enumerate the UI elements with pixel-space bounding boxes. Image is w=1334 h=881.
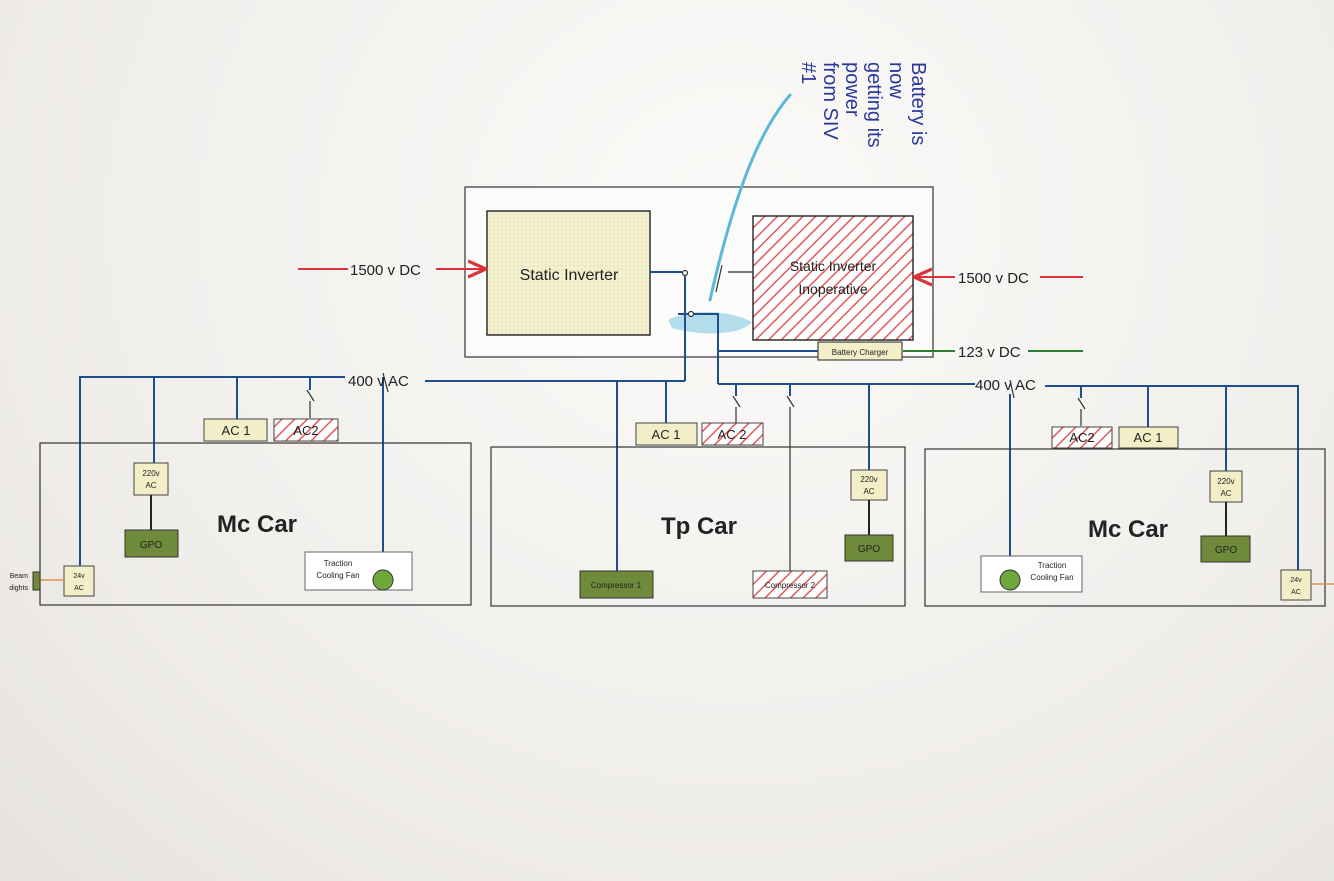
- car-right-220v-line1: 220v: [1217, 477, 1234, 486]
- car-left-title: Mc Car: [217, 511, 297, 538]
- car-right-220v-line2: AC: [1220, 489, 1231, 498]
- car-right-ac1-label: AC 1: [1134, 430, 1163, 445]
- car-middle-220v-line1: 220v: [860, 475, 877, 484]
- car-right-fan-box: [980, 555, 1083, 593]
- dc-supply-left-label: 1500 v DC: [350, 262, 421, 279]
- annotation-line-3: getting its: [863, 62, 885, 148]
- car-right-ac2-box: [1051, 426, 1113, 449]
- car-middle-gpo-box: [844, 534, 894, 562]
- compressor-2-box: [752, 570, 828, 599]
- car-left-220v-box: [133, 462, 169, 496]
- car-left-220v-line1: 220v: [142, 469, 159, 478]
- car-right-fan-line2: Cooling Fan: [1030, 573, 1073, 582]
- car-left-fan-box: [304, 551, 413, 591]
- car-left-ac1-label: AC 1: [222, 423, 251, 438]
- annotation-line-4: power: [841, 62, 863, 117]
- car-left-24v-line1: 24v: [73, 573, 85, 580]
- car-middle-title: Tp Car: [661, 513, 737, 540]
- compressor-1-label: Compressor 1: [591, 581, 642, 590]
- car-right-ac2-label: AC2: [1069, 430, 1094, 445]
- car-left-220v-line2: AC: [145, 481, 156, 490]
- car-left-beam-line2: dights: [9, 585, 28, 592]
- car-middle-ac2-label: AC 2: [718, 427, 747, 442]
- open-switches: [306, 372, 1086, 571]
- car-left-gpo-label: GPO: [140, 540, 162, 551]
- car-left-24v-box: [63, 565, 95, 597]
- car-left-gpo-box: [124, 529, 179, 558]
- car-right-fan-icon: [999, 569, 1021, 591]
- car-left-ac2-box: [273, 418, 339, 442]
- car-right-24v-line1: 24v: [1290, 577, 1302, 584]
- annotation-arrow-line: [708, 93, 792, 302]
- inverter-wiring: [650, 271, 818, 384]
- car-right-title: Mc Car: [1088, 516, 1168, 543]
- car-right-gpo-label: GPO: [1215, 545, 1237, 556]
- car-middle-220v-line2: AC: [863, 487, 874, 496]
- car-middle-220v-box: [850, 469, 888, 501]
- battery-supply-label: 123 v DC: [958, 344, 1021, 361]
- car-left-ac2-label: AC2: [293, 423, 318, 438]
- battery-charger-label: Battery Charger: [832, 348, 889, 357]
- car-left-beam-lights-box: [32, 571, 41, 591]
- car-left-beam-line1: Beam: [10, 573, 28, 580]
- car-middle-ac1-box: [635, 422, 698, 446]
- compressor-2-label: Compressor 2: [765, 581, 816, 590]
- compressor-1-box: [579, 570, 654, 599]
- car-left-fan-icon: [372, 569, 394, 591]
- annotation-line-5: from SIV: [819, 62, 841, 140]
- car-middle-ac1-label: AC 1: [652, 427, 681, 442]
- car-middle-gpo-label: GPO: [858, 544, 880, 555]
- annotation-line-2: now: [885, 62, 907, 99]
- static-inverter-inoperative-box: [752, 215, 914, 341]
- ac-bus-left-label: 400 v AC: [348, 373, 409, 390]
- car-right-body: [924, 448, 1326, 607]
- handwritten-annotation: Battery is now getting its power from SI…: [797, 62, 929, 148]
- car-right-ac1-box: [1118, 426, 1179, 449]
- car-left-ac1-box: [203, 418, 268, 442]
- car-right-24v-line2: AC: [1291, 589, 1301, 596]
- car-left-body: [39, 442, 472, 606]
- car-middle-ac2-box: [701, 422, 764, 446]
- dc-supply-right-label: 1500 v DC: [958, 270, 1029, 287]
- car-right-24v-box: [1280, 569, 1312, 601]
- static-inverter-box: [486, 210, 651, 336]
- inverter-switches: [681, 264, 753, 318]
- ac-bus-left: [79, 376, 685, 571]
- car-right-gpo-box: [1200, 535, 1251, 563]
- ac-bus-right: [718, 383, 1299, 570]
- car-right-fan-line1: Traction: [1038, 561, 1067, 570]
- inverter-inoperative-label-2: Inoperative: [798, 281, 867, 297]
- inverter-inoperative-label-1: Static Inverter: [790, 258, 877, 274]
- car-left-24v-line2: AC: [74, 585, 84, 592]
- highlight-stroke: [668, 311, 752, 334]
- annotation-line-6: #1: [797, 62, 819, 84]
- ac-bus-right-label: 400 v AC: [975, 377, 1036, 394]
- annotation-line-1: Battery is: [907, 62, 929, 145]
- car-left-fan-line1: Traction: [324, 559, 353, 568]
- car-middle-body: [490, 446, 906, 607]
- static-inverter-label: Static Inverter: [520, 267, 619, 284]
- car-left-fan-line2: Cooling Fan: [316, 571, 359, 580]
